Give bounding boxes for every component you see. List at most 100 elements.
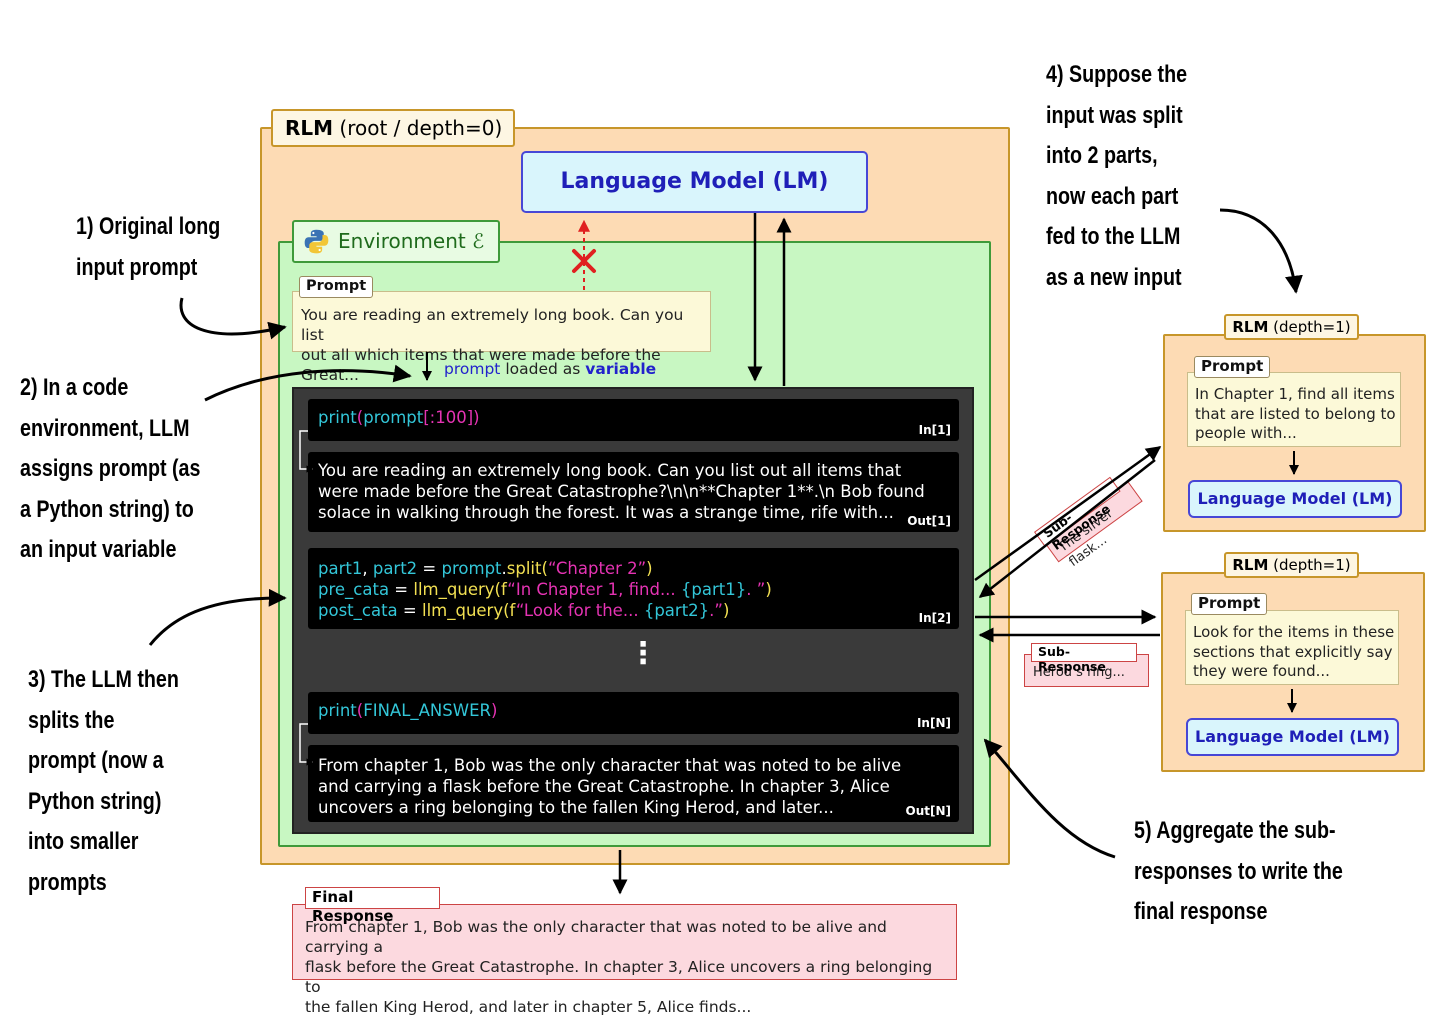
annotation-line: 5) Aggregate the sub- xyxy=(1134,817,1336,844)
environment-prompt-label: Prompt xyxy=(299,276,374,298)
code-token: prompt xyxy=(363,408,424,427)
rlm-child-1-title-bold: RLM xyxy=(1232,318,1269,336)
rlm-root-title-bold: RLM xyxy=(285,116,334,140)
prompt-loaded-note: prompt loaded as variable xyxy=(444,360,656,378)
cell-tag: Out[1] xyxy=(907,514,951,528)
annotation-step3-arrow xyxy=(148,588,287,646)
output-line: and carrying a flask before the Great Ca… xyxy=(318,777,890,796)
annotation-line: input prompt xyxy=(76,253,198,281)
code-token: “In Chapter 1, find... xyxy=(507,580,681,599)
code-token: llm_query xyxy=(413,580,495,599)
in1-out1-bracket xyxy=(299,430,314,473)
annotation-line: 2) In a code xyxy=(20,374,129,401)
prompt-line: sections that explicitly say xyxy=(1193,642,1393,661)
root-language-model-box: Language Model (LM) xyxy=(521,151,868,213)
code-token: FINAL_ANSWER xyxy=(363,701,491,720)
cell-tag: In[1] xyxy=(918,423,951,437)
loaded-note-prompt-word: prompt xyxy=(444,360,501,378)
code-token: ( xyxy=(356,701,364,720)
output-line: You are reading an extremely long book. … xyxy=(318,461,902,480)
prompt-line: that are listed to belong to xyxy=(1195,404,1396,423)
annotation-line: prompt (now a xyxy=(28,747,164,774)
annotation-step4: 4) Suppose the input was split into 2 pa… xyxy=(1046,55,1187,298)
code-token: ( xyxy=(503,601,510,620)
code-token: print xyxy=(318,408,357,427)
annotation-step5: 5) Aggregate the sub- responses to write… xyxy=(1134,811,1343,933)
code-token: split xyxy=(506,559,542,578)
final-response-label: Final Response xyxy=(305,887,440,925)
annotation-line: prompts xyxy=(28,868,107,896)
code-token: “Chapter 2” xyxy=(547,559,647,578)
code-line-1: part1, part2 = prompt.split(“Chapter 2”) xyxy=(318,558,949,579)
loaded-note-middle: loaded as xyxy=(505,360,581,378)
cell-tag: In[N] xyxy=(916,716,951,730)
code-line-2: pre_cata = llm_query(f“In Chapter 1, fin… xyxy=(318,579,949,600)
rlm-child-2-title-bold: RLM xyxy=(1232,556,1269,574)
code-token: “Look for the... xyxy=(515,601,644,620)
code-token: = xyxy=(389,580,414,599)
annotation-step2-arrow xyxy=(204,364,412,402)
prompt-line: they were found... xyxy=(1193,662,1330,680)
annotation-line: responses to write the xyxy=(1134,857,1343,885)
output-line: uncovers a ring belonging to the fallen … xyxy=(318,798,834,817)
code-token: print xyxy=(318,701,357,720)
code-token: ) xyxy=(473,408,480,427)
final-response-line: From chapter 1, Bob was the only charact… xyxy=(305,918,887,956)
rlm-child-1-prompt-label: Prompt xyxy=(1194,356,1271,378)
annotation-step3: 3) The LLM then splits the prompt (now a… xyxy=(28,660,179,903)
annotation-line: final response xyxy=(1134,898,1268,925)
annotation-step4-arrow xyxy=(1219,208,1303,294)
annotation-line: splits the xyxy=(28,706,115,734)
code-token: {part2} xyxy=(643,601,710,620)
prompt-line: You are reading an extremely long book. … xyxy=(301,306,684,344)
notebook-cell-outN: From chapter 1, Bob was the only charact… xyxy=(308,745,959,822)
annotation-step2: 2) In a code environment, LLM assigns pr… xyxy=(20,368,200,571)
rlm-child-2-title-rest: (depth=1) xyxy=(1273,556,1351,574)
prompt-line: people with... xyxy=(1195,424,1297,442)
annotation-line: environment, LLM xyxy=(20,414,190,442)
rlm-child-1-title: RLM (depth=1) xyxy=(1224,314,1359,340)
annotation-line: 1) Original long xyxy=(76,213,221,240)
final-response-box: From chapter 1, Bob was the only charact… xyxy=(292,904,957,1016)
annotation-line: 3) The LLM then xyxy=(28,666,179,693)
rlm-child-2-title: RLM (depth=1) xyxy=(1224,552,1359,578)
code-token: f xyxy=(500,580,508,599)
from-rlm-child-1-arrow xyxy=(978,459,1156,598)
code-token: ) xyxy=(646,559,653,578)
red-x-icon xyxy=(572,249,596,273)
environment-prompt-box: You are reading an extremely long book. … xyxy=(292,291,711,384)
notebook-cell-in1: print(prompt[:100]) In[1] xyxy=(308,399,959,441)
cell-tag: In[2] xyxy=(918,611,951,625)
rlm-child-2-prompt-box: Look for the items in these sections tha… xyxy=(1185,610,1399,685)
annotation-step5-arrow xyxy=(983,738,1116,859)
code-token: = xyxy=(417,559,442,578)
rlm-root-title-rest: (root / depth=0) xyxy=(339,116,503,140)
code-token: {part1} xyxy=(680,580,747,599)
code-token: llm_query xyxy=(421,601,504,620)
rlm-child-1-language-model-box: Language Model (LM) xyxy=(1188,480,1402,518)
code-token: = xyxy=(397,601,422,620)
prompt-line: In Chapter 1, find all items xyxy=(1195,385,1395,403)
code-token: .” xyxy=(709,601,723,620)
environment-label: Environment ℰ xyxy=(338,229,485,253)
code-token: ( xyxy=(356,408,364,427)
environment-title: Environment ℰ xyxy=(292,220,500,263)
final-response-line: flask before the Great Catastrophe. In c… xyxy=(305,958,933,996)
annotation-line: fed to the LLM xyxy=(1046,223,1181,250)
notebook-cell-in2: part1, part2 = prompt.split(“Chapter 2”)… xyxy=(308,548,959,629)
output-line: solace in walking through the forest. It… xyxy=(318,503,894,522)
code-token: prompt xyxy=(441,559,502,578)
annotation-step1: 1) Original long input prompt xyxy=(76,207,220,288)
code-token: part1 xyxy=(318,559,363,578)
sub-response-2-label: Sub-Response xyxy=(1031,643,1137,674)
code-token: , xyxy=(362,559,373,578)
code-token: part2 xyxy=(372,559,418,578)
code-token: pre_cata xyxy=(318,580,390,599)
notebook-cell-inN: print(FINAL_ANSWER) In[N] xyxy=(308,692,959,734)
code-token: ) xyxy=(722,601,730,620)
rlm-child-1-prompt-box: In Chapter 1, find all items that are li… xyxy=(1187,372,1401,447)
annotation-line: assigns prompt (as xyxy=(20,455,201,482)
loaded-note-variable-word: variable xyxy=(585,360,657,378)
python-logo-icon xyxy=(304,229,329,254)
